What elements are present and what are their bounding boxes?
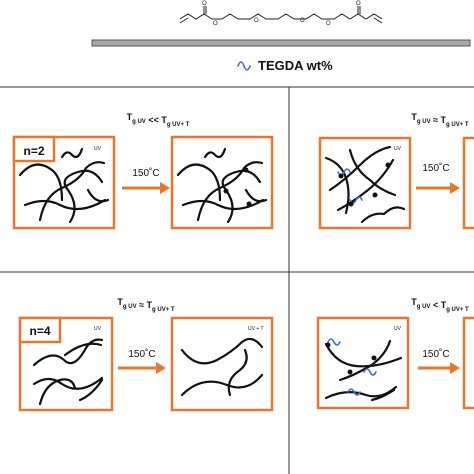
tegda-wave-icon	[237, 61, 251, 71]
crosslink-dot	[243, 167, 249, 173]
crosslink-dot	[371, 355, 377, 361]
n-label: n=2	[23, 144, 44, 158]
polymer-chains-uvt	[176, 147, 268, 224]
arrow-temp: 150˚C	[422, 162, 449, 174]
heat-arrow-head	[156, 362, 166, 374]
legend: TEGDA wt%	[237, 58, 333, 73]
uv-tag: UV	[394, 326, 402, 332]
uvt-tag: UV + T	[248, 326, 264, 332]
tegda-segment	[347, 388, 361, 396]
crosslink-dot	[347, 369, 353, 375]
panel-2-compare: Tg UV ≈ Tg UV+ T	[411, 112, 468, 128]
n-label-box	[18, 316, 62, 344]
legend-label: TEGDA wt%	[258, 58, 333, 73]
panel-3: Tg UV ≈ Tg UV+ T n=4 UV 150˚C UV + T	[18, 297, 274, 412]
panel-2: Tg UV ≈ Tg UV+ T UV 150˚C	[318, 112, 474, 230]
arrow-temp: 150˚C	[132, 167, 159, 179]
uv-tag: UV	[94, 326, 102, 332]
atom-o-1: O	[202, 1, 207, 7]
molecule-skeleton	[179, 13, 383, 20]
panel-3-compare: Tg UV ≈ Tg UV+ T	[117, 297, 174, 313]
panel-4-compare: Tg UV < Tg UV+ T	[411, 297, 469, 313]
network-uvt-box	[462, 136, 474, 230]
panel-4: Tg UV < Tg UV+ T UV 150˚C	[316, 297, 474, 410]
polymer-chains-uvt	[180, 337, 264, 397]
arrow-temp: 150˚C	[128, 348, 155, 360]
tegda-segment	[363, 368, 377, 376]
crosslink-dot	[223, 188, 229, 194]
polymer-chains-uv	[324, 339, 403, 402]
n-label-box	[12, 135, 56, 163]
crosslink-dot	[372, 192, 378, 198]
polymer-chains-uv	[18, 147, 110, 224]
panel-1: Tg UV << Tg UV+ T n=2 UV 150˚C	[12, 112, 274, 230]
crosslink-dot	[325, 342, 331, 348]
uv-tag: UV	[94, 146, 102, 152]
crosslink-dot	[246, 201, 252, 207]
atom-o-3: O	[254, 18, 259, 24]
heat-arrow-head	[160, 182, 170, 194]
arrow-temp: 150˚C	[422, 348, 449, 360]
atom-o-6: O	[356, 1, 361, 7]
crosslink-dot	[348, 201, 354, 207]
polymer-chains-uv	[32, 338, 104, 406]
crosslink-dot	[385, 162, 391, 168]
uv-tag: UV	[394, 146, 402, 152]
heat-arrow-head	[450, 362, 460, 374]
crosslink-dot	[338, 173, 344, 179]
tegda-structure: O O O O O O	[179, 1, 383, 27]
gradient-bar	[91, 39, 471, 47]
polymer-chains-uv	[324, 145, 406, 224]
heat-arrow-head	[450, 182, 460, 194]
atom-o-4: O	[300, 18, 305, 24]
network-uv-box	[318, 136, 412, 230]
panel-1-compare: Tg UV << Tg UV+ T	[127, 112, 190, 128]
n-label: n=4	[29, 324, 50, 338]
network-uvt-box	[462, 316, 474, 410]
network-uvt-box	[170, 316, 274, 412]
tegda-segment	[327, 338, 341, 346]
atom-o-2: O	[213, 21, 218, 27]
atom-o-5: O	[326, 21, 331, 27]
